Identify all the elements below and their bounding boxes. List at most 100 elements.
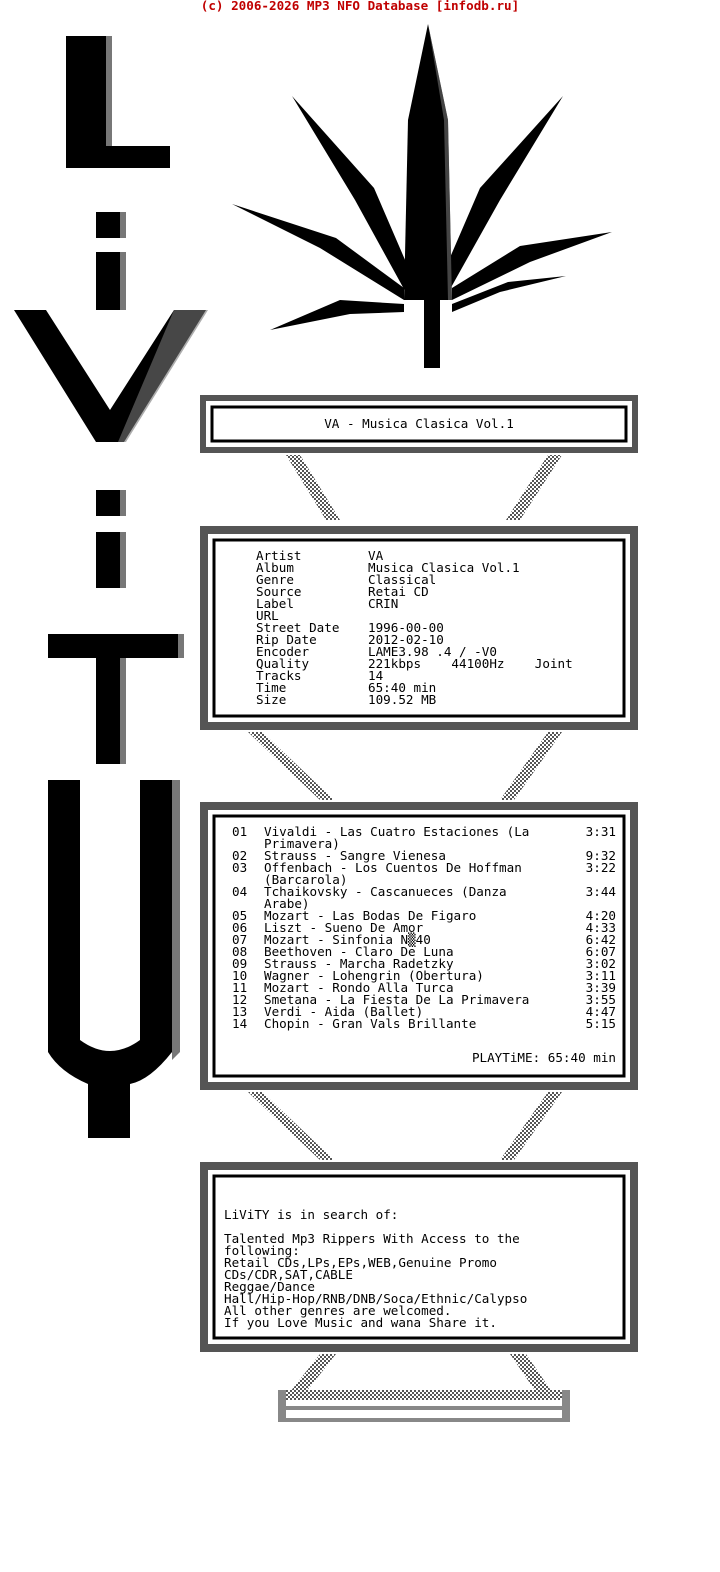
info-value: 109.52 MB [368,692,437,707]
info-value: 1996-00-00 [368,620,444,635]
info-row: Size 109.52 MB [256,692,573,707]
track-number: 14 [232,1016,248,1031]
info-value: 2012-02-10 [368,632,444,647]
info-value: LAME3.98 .4 / -V0 [368,644,497,659]
logo-letter-v [14,310,208,442]
search-line: following: [224,1243,300,1258]
search-line: Talented Mp3 Rippers With Access to the [224,1231,520,1246]
info-label: Encoder [256,644,310,659]
track-row: 01 Vivaldi - Las Cuatro Estaciones (La Pr… [232,824,616,851]
search-line: Retail CDs,LPs,EPs,WEB,Genuine Promo [224,1255,497,1270]
track-number: 12 [232,992,248,1007]
track-time: 3:11 [585,968,616,983]
info-row: Encoder LAME3.98 .4 / -V0 [256,644,573,659]
connector-2 [248,732,562,800]
logo-letter-i-1 [96,212,126,310]
track-time: 4:33 [585,920,616,935]
tracklist: 01 Vivaldi - Las Cuatro Estaciones (La Pr… [232,824,616,1031]
track-time: 3:02 [585,956,616,971]
info-row: Genre Classical [256,572,573,587]
info-label: Label [256,596,294,611]
track-title: Beethoven - Claro De Luna [264,944,454,959]
monitor-stand [278,1354,570,1422]
track-time: 5:15 [585,1016,616,1031]
info-row: Label CRIN [256,596,573,611]
track-number: 05 [232,908,248,923]
info-value: 65:40 min [368,680,437,695]
track-number: 03 [232,860,248,875]
track-time: 3:31 [585,824,616,839]
cannabis-leaf-icon [232,24,612,368]
track-time: 3:55 [585,992,616,1007]
info-box-frame [200,526,638,730]
info-value: Musica Clasica Vol.1 [368,560,520,575]
track-title: Smetana - La Fiesta De La Primavera [264,992,530,1007]
track-row: 14 Chopin - Gran Vals Brillante 5:15 [232,1016,616,1031]
info-label: Artist [256,548,302,563]
logo-letter-i-2 [96,490,126,588]
track-title: Vivaldi - Las Cuatro Estaciones (La Prim… [264,824,530,851]
info-row: Street Date 1996-00-00 [256,620,573,635]
track-number: 02 [232,848,248,863]
track-title: Mozart - Rondo Alla Turca [264,980,454,995]
info-row: Time 65:40 min [256,680,573,695]
search-box-frame [200,1162,638,1352]
title-box-frame [200,395,638,453]
track-row: 12 Smetana - La Fiesta De La Primavera 3:5… [232,992,616,1007]
track-title: Offenbach - Los Cuentos De Hoffman (Barc… [264,860,522,887]
info-value: Classical [368,572,437,587]
info-label: Genre [256,572,294,587]
playtime: PLAYTiME: 65:40 min [471,1050,616,1065]
track-title: Mozart - Las Bodas De Figaro [264,908,477,923]
search-line: If you Love Music and wana Share it. [224,1315,497,1330]
track-number: 08 [232,944,248,959]
release-title: VA - Musica Clasica Vol.1 [324,416,514,431]
track-number: 10 [232,968,248,983]
info-value: CRIN [368,596,399,611]
logo-letter-t [48,634,184,764]
track-row: 08 Beethoven - Claro De Luna 6:07 [232,944,616,959]
track-title: Wagner - Lohengrin (Obertura) [264,968,484,983]
track-time: 3:44 [585,884,616,899]
logo-letter-l [66,36,170,168]
track-time: 9:32 [585,848,616,863]
info-value: VA [368,548,384,563]
track-title: Mozart - Sinfonia N▒40 [264,932,431,947]
track-number: 04 [232,884,248,899]
track-title: Verdi - Aida (Ballet) [264,1004,424,1019]
track-number: 13 [232,1004,248,1019]
track-time: 6:07 [585,944,616,959]
info-label: Size [256,692,287,707]
logo-letter-y [48,780,180,1138]
track-number: 11 [232,980,248,995]
info-label: Time [256,680,287,695]
info-row: Album Musica Clasica Vol.1 [256,560,573,575]
track-title: Chopin - Gran Vals Brillante [264,1016,477,1031]
connector-1 [286,455,562,520]
track-number: 06 [232,920,248,935]
search-heading: LiViTY is in search of: [224,1207,399,1222]
info-value: Retai CD [368,584,429,599]
search-line: All other genres are welcomed. [224,1303,452,1318]
track-title: Tchaikovsky - Cascanueces (Danza Arabe) [264,884,507,911]
track-time: 3:22 [585,860,616,875]
track-row: 10 Wagner - Lohengrin (Obertura) 3:11 [232,968,616,983]
track-number: 01 [232,824,248,839]
info-label: Album [256,560,294,575]
info-label: Street Date [256,620,340,635]
info-row: Artist VA [256,548,573,563]
track-title: Liszt - Sueno De Amor [264,920,424,935]
connector-3 [248,1092,562,1160]
track-row: 06 Liszt - Sueno De Amor 4:33 [232,920,616,935]
track-time: 3:39 [585,980,616,995]
info-label: Tracks [256,668,302,683]
